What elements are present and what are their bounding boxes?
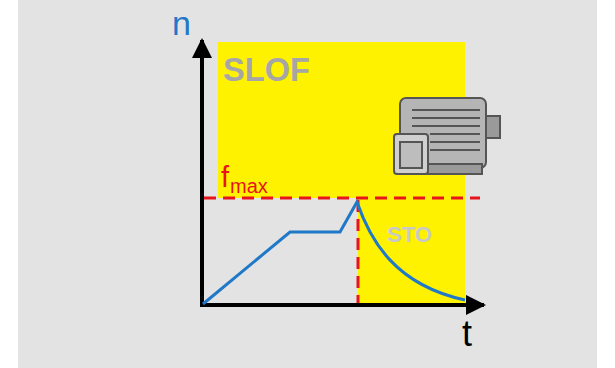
speed-curve <box>203 202 465 304</box>
sto-region: STO <box>358 198 465 303</box>
region-label: STO <box>387 224 465 246</box>
axis-label-time: t <box>462 316 472 352</box>
motor-icon <box>394 98 500 174</box>
limit-subscript: max <box>230 176 268 196</box>
y-axis <box>200 40 204 306</box>
fmax-limit-line <box>204 197 480 200</box>
limit-symbol: f <box>221 163 229 192</box>
axis-label-speed: n <box>172 6 191 40</box>
x-axis <box>200 303 484 307</box>
trip-time-line <box>357 200 360 303</box>
region-label: SLOF <box>223 54 465 87</box>
